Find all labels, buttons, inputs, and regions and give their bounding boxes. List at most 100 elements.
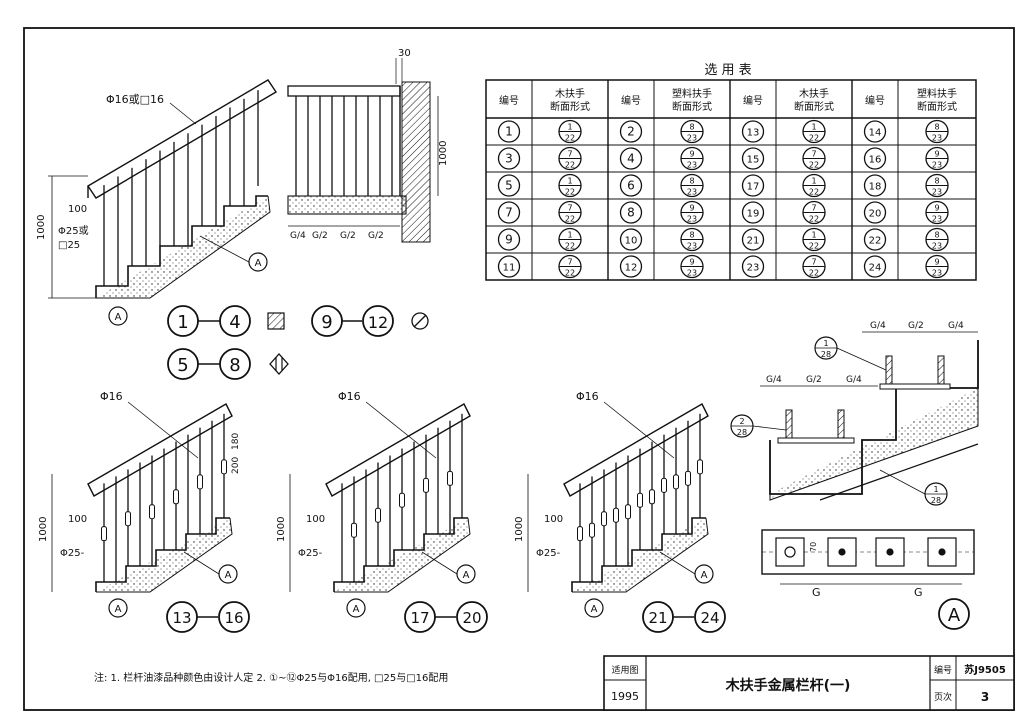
label-dim180: 180 (231, 433, 241, 450)
table-section-ref-top: 9 (934, 258, 939, 267)
table-section-ref-bottom: 23 (932, 188, 942, 197)
title-block-page: 3 (981, 690, 989, 704)
table-section-ref-bottom: 23 (932, 242, 942, 251)
label-g2b-sec: G/2 (340, 231, 356, 241)
section-a-ref (108, 598, 128, 618)
label-g-2: G (914, 586, 923, 599)
table-item-number: 4 (627, 152, 635, 166)
range-from: 13 (172, 609, 191, 627)
table-item-number: 23 (747, 263, 760, 274)
table-section-ref-bottom: 22 (809, 269, 819, 278)
table-item-number: 9 (505, 233, 513, 247)
section-a-ref-label: A (591, 604, 598, 615)
ref-1-28-top-t: 1 (823, 339, 828, 348)
label-phi25-elev: Φ25- (60, 548, 85, 559)
detail-a-ref-label: A (463, 570, 470, 581)
table-section-ref-bottom: 23 (687, 269, 697, 278)
table-section-ref-bottom: 22 (809, 134, 819, 143)
table-header-cell-3: 断面形式 (672, 100, 712, 113)
label-g4-a3: G/4 (766, 375, 782, 385)
table-row-0-item-2: 13 1 22 (741, 119, 826, 144)
range-1-4-from: 1 (177, 312, 188, 333)
table-item-number: 19 (747, 209, 760, 220)
table-header-cell-7: 塑料扶手 (917, 87, 957, 100)
drawing-note: 注: 1. 栏杆油漆品种颜色由设计人定 2. ①~⑫Φ25与Φ16配用, □25… (94, 671, 448, 684)
table-header-cell-4: 编号 (743, 94, 763, 107)
table-item-number: 11 (503, 263, 516, 274)
range-9-12-to: 12 (368, 313, 388, 332)
square-section-icon (267, 312, 285, 330)
table-header-cell-3: 塑料扶手 (672, 87, 712, 100)
table-section-ref-bottom: 23 (687, 215, 697, 224)
table-item-number: 1 (505, 125, 513, 139)
title-block-title: 木扶手金属栏杆(一) (725, 677, 851, 694)
table-section-ref-bottom: 23 (932, 215, 942, 224)
label-dim1000-1: 1000 (36, 215, 47, 240)
table-section-ref-top: 7 (811, 150, 816, 159)
section-view: 30 1000 G/4 G/2 G/2 G/2 (287, 48, 449, 243)
table-section-ref-bottom: 23 (687, 242, 697, 251)
detail-a-ref-label: A (225, 570, 232, 581)
range-from: 21 (648, 609, 667, 627)
label-dim200: 200 (231, 457, 241, 474)
table-item-number: 18 (869, 182, 882, 193)
range-1-4-to: 4 (229, 312, 240, 333)
ref-1-28-bottom-t: 1 (933, 485, 938, 494)
ref-2-28-b: 28 (737, 428, 747, 437)
detail-a-title (938, 598, 970, 630)
label-balusterA: Φ25或 (58, 225, 89, 237)
label-balusterB: □25 (58, 240, 80, 251)
table-header-cell-0: 编号 (499, 94, 519, 107)
table-header-cell-1: 断面形式 (550, 100, 590, 113)
table-section-ref-top: 9 (689, 258, 694, 267)
ref-1-28-bottom-b: 28 (931, 496, 941, 505)
table-section-ref-bottom: 22 (565, 269, 575, 278)
range-5-8-from: 5 (177, 355, 188, 376)
range-to: 20 (462, 609, 481, 627)
label-g4-a4: G/4 (846, 375, 862, 385)
table-section-ref-top: 9 (689, 204, 694, 213)
detail-a-title-label: A (948, 605, 961, 626)
section-a-ref-1-label: A (115, 312, 122, 323)
detail-a-ref-label: A (701, 570, 708, 581)
table-item-number: 6 (627, 179, 635, 193)
table-item-number: 14 (869, 128, 882, 139)
table-section-ref-bottom: 22 (809, 242, 819, 251)
label-g2-sec: G/2 (312, 231, 328, 241)
label-dim100-1: 100 (68, 204, 87, 215)
table-section-ref-top: 7 (811, 204, 816, 213)
table-section-ref-top: 1 (811, 123, 816, 132)
label-phi16-elev: Φ16 (100, 390, 123, 403)
ref-1-28-top-b: 28 (821, 350, 831, 359)
table-item-number: 13 (747, 128, 760, 139)
table-section-ref-bottom: 22 (809, 161, 819, 170)
table-header-cell-2: 编号 (621, 94, 641, 107)
label-dim1000-elev: 1000 (276, 517, 287, 542)
title-block-page-label: 页次 (934, 691, 952, 703)
label-dim30: 30 (398, 48, 411, 59)
table-header-cell-5: 木扶手 (799, 87, 829, 100)
table-section-ref-top: 8 (934, 123, 939, 132)
label-phi16-elev: Φ16 (338, 390, 361, 403)
table-title: 选 用 表 (704, 63, 751, 78)
label-g4-a1: G/4 (870, 321, 886, 331)
table-section-ref-top: 8 (689, 123, 694, 132)
table-section-ref-top: 1 (811, 231, 816, 240)
